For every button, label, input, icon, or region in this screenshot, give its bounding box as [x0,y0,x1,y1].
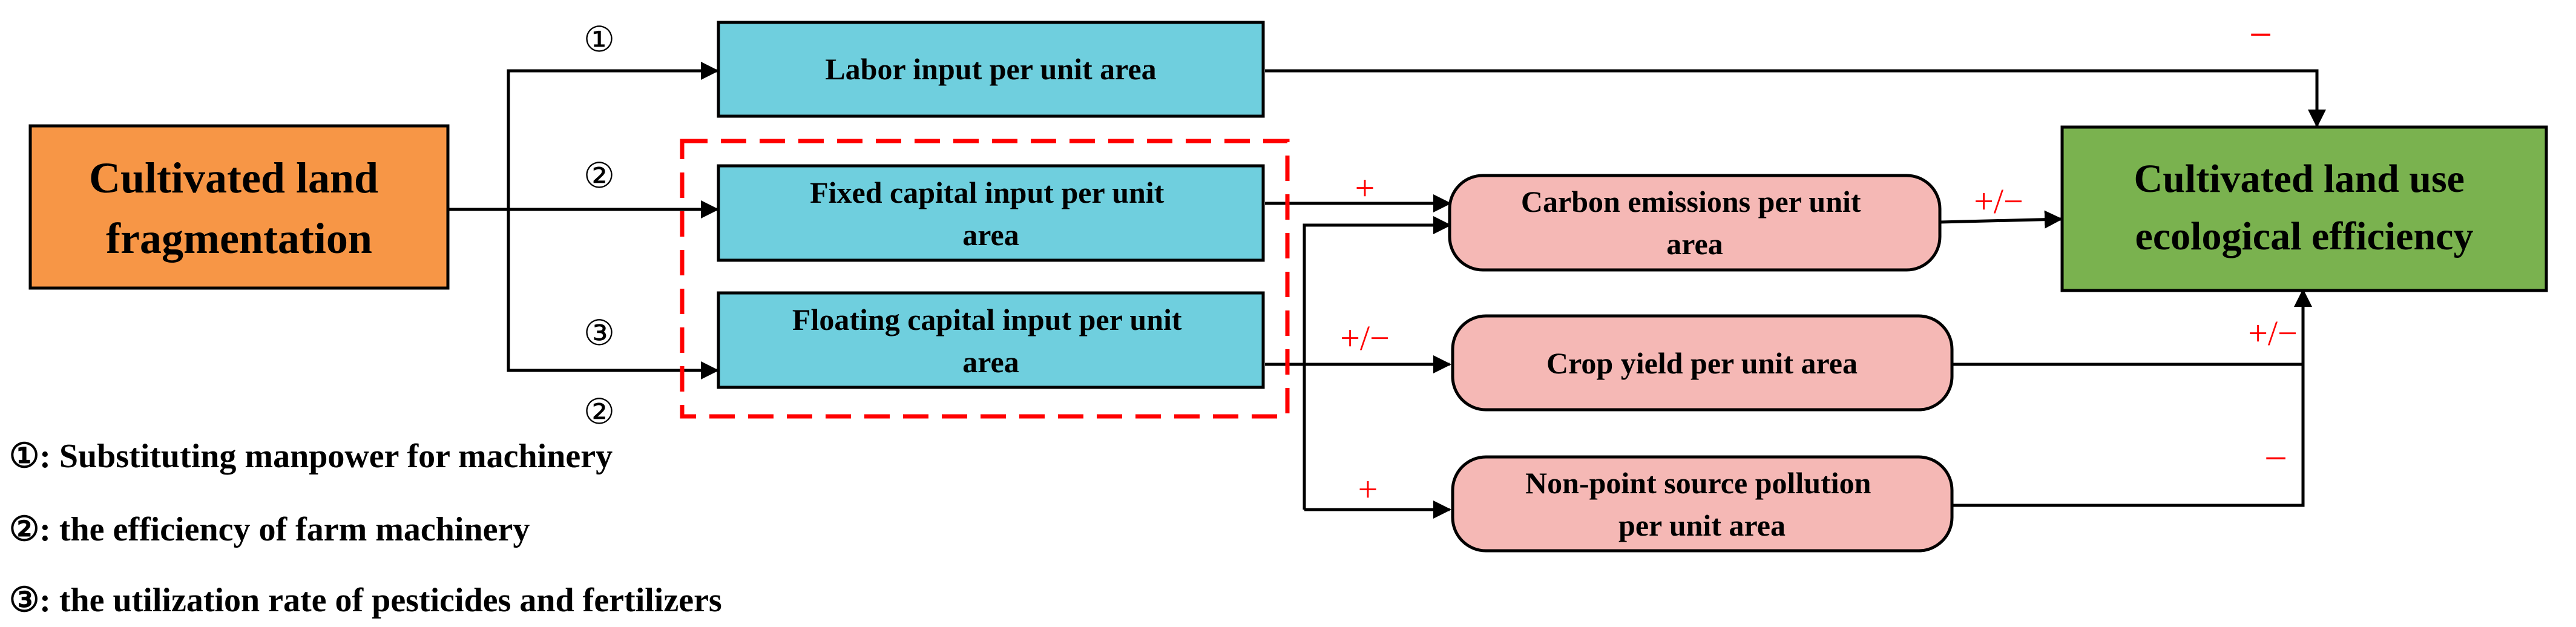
floating-capital-line-2: area [962,345,1019,379]
svg-text:Labor input per unit area: Labor input per unit area [825,52,1156,86]
node-source: Cultivated land fragmentation [28,124,450,290]
carbon-line-1: Carbon emissions per unit [1521,185,1861,218]
svg-text:Floating capital input per uni: Floating capital input per unit area [792,303,1189,379]
pollution-box [1451,455,1954,553]
sign-to-pollution: + [1358,470,1378,509]
legend-item-1: ①: Substituting manpower for machinery [9,438,613,475]
connectors [447,62,2326,519]
floating-capital-line-1: Floating capital input per unit [792,303,1182,336]
node-carbon: Carbon emissions per unit area [1448,174,1942,272]
legend-item-3: ③: the utilization rate of pesticides an… [9,582,722,619]
sign-labor-to-outcome: − [2249,11,2272,57]
source-line-2: fragmentation [106,214,372,263]
node-floating-capital: Floating capital input per unit area [717,291,1265,389]
svg-text:Cultivated land use ecol: Cultivated land use ecological efficienc… [2134,157,2475,258]
sign-fixed-to-carbon: + [1355,168,1375,208]
svg-text:Cultivated land fragment: Cultivated land fragmentation [89,154,389,263]
arrow-source-to-labor [447,62,719,211]
crop-yield-line-1: Crop yield per unit area [1546,346,1858,380]
svg-text:Fixed capital input per unit: Fixed capital input per unit area [810,176,1172,252]
marker-fixed-capital: ② [583,156,615,195]
legend: ①: Substituting manpower for machinery ②… [9,438,722,619]
sign-carbon-to-outcome: +/− [1974,182,2023,221]
floating-capital-box [717,291,1265,389]
carbon-box [1448,174,1942,272]
source-line-1: Cultivated land [89,154,378,202]
arrow-carbon-to-outcome [1939,210,2063,229]
outcome-box [2060,125,2548,292]
node-fixed-capital: Fixed capital input per unit area [717,164,1265,262]
outcome-line-1: Cultivated land use [2134,157,2465,201]
fixed-capital-box [717,164,1265,262]
marker-floating-capital-extra: ② [583,392,615,432]
carbon-line-2: area [1666,227,1723,261]
svg-text:Crop yield per unit area: Crop yield per unit area [1546,346,1858,380]
fixed-capital-line-1: Fixed capital input per unit [810,176,1165,209]
bus-floating-to-carbon-and-pollution [1303,216,1451,510]
sign-yield-to-outcome: +/− [2248,314,2298,353]
labor-box [717,21,1265,118]
arrow-labor-to-outcome [1265,69,2326,128]
fixed-capital-line-2: area [962,218,1019,252]
outcome-line-2: ecological efficiency [2135,214,2474,258]
pollution-line-1: Non-point source pollution [1525,466,1871,500]
labor-line-1: Labor input per unit area [825,52,1156,86]
marker-floating-capital: ③ [583,314,615,353]
line-pollution-to-outcome [1952,363,2305,507]
pollution-line-2: per unit area [1618,508,1786,542]
sign-pollution-to-outcome: − [2264,435,2287,481]
capital-inputs-frame [680,139,1290,419]
sign-floating-to-yield: +/− [1340,318,1390,358]
svg-text:Carbon emissions per unit: Carbon emissions per unit area [1521,185,1868,261]
crop-yield-box [1451,314,1954,412]
marker-labor: ① [583,20,615,59]
source-box [28,124,450,290]
node-labor: Labor input per unit area [717,21,1265,118]
arrow-source-to-floating-capital [507,209,719,379]
node-pollution: Non-point source pollution per unit area [1451,455,1954,553]
legend-item-2: ②: the efficiency of farm machinery [9,511,530,548]
node-crop-yield: Crop yield per unit area [1451,314,1954,412]
svg-text:Non-point source pollution: Non-point source pollution per unit area [1525,466,1879,542]
node-outcome: Cultivated land use ecological efficienc… [2060,125,2548,292]
